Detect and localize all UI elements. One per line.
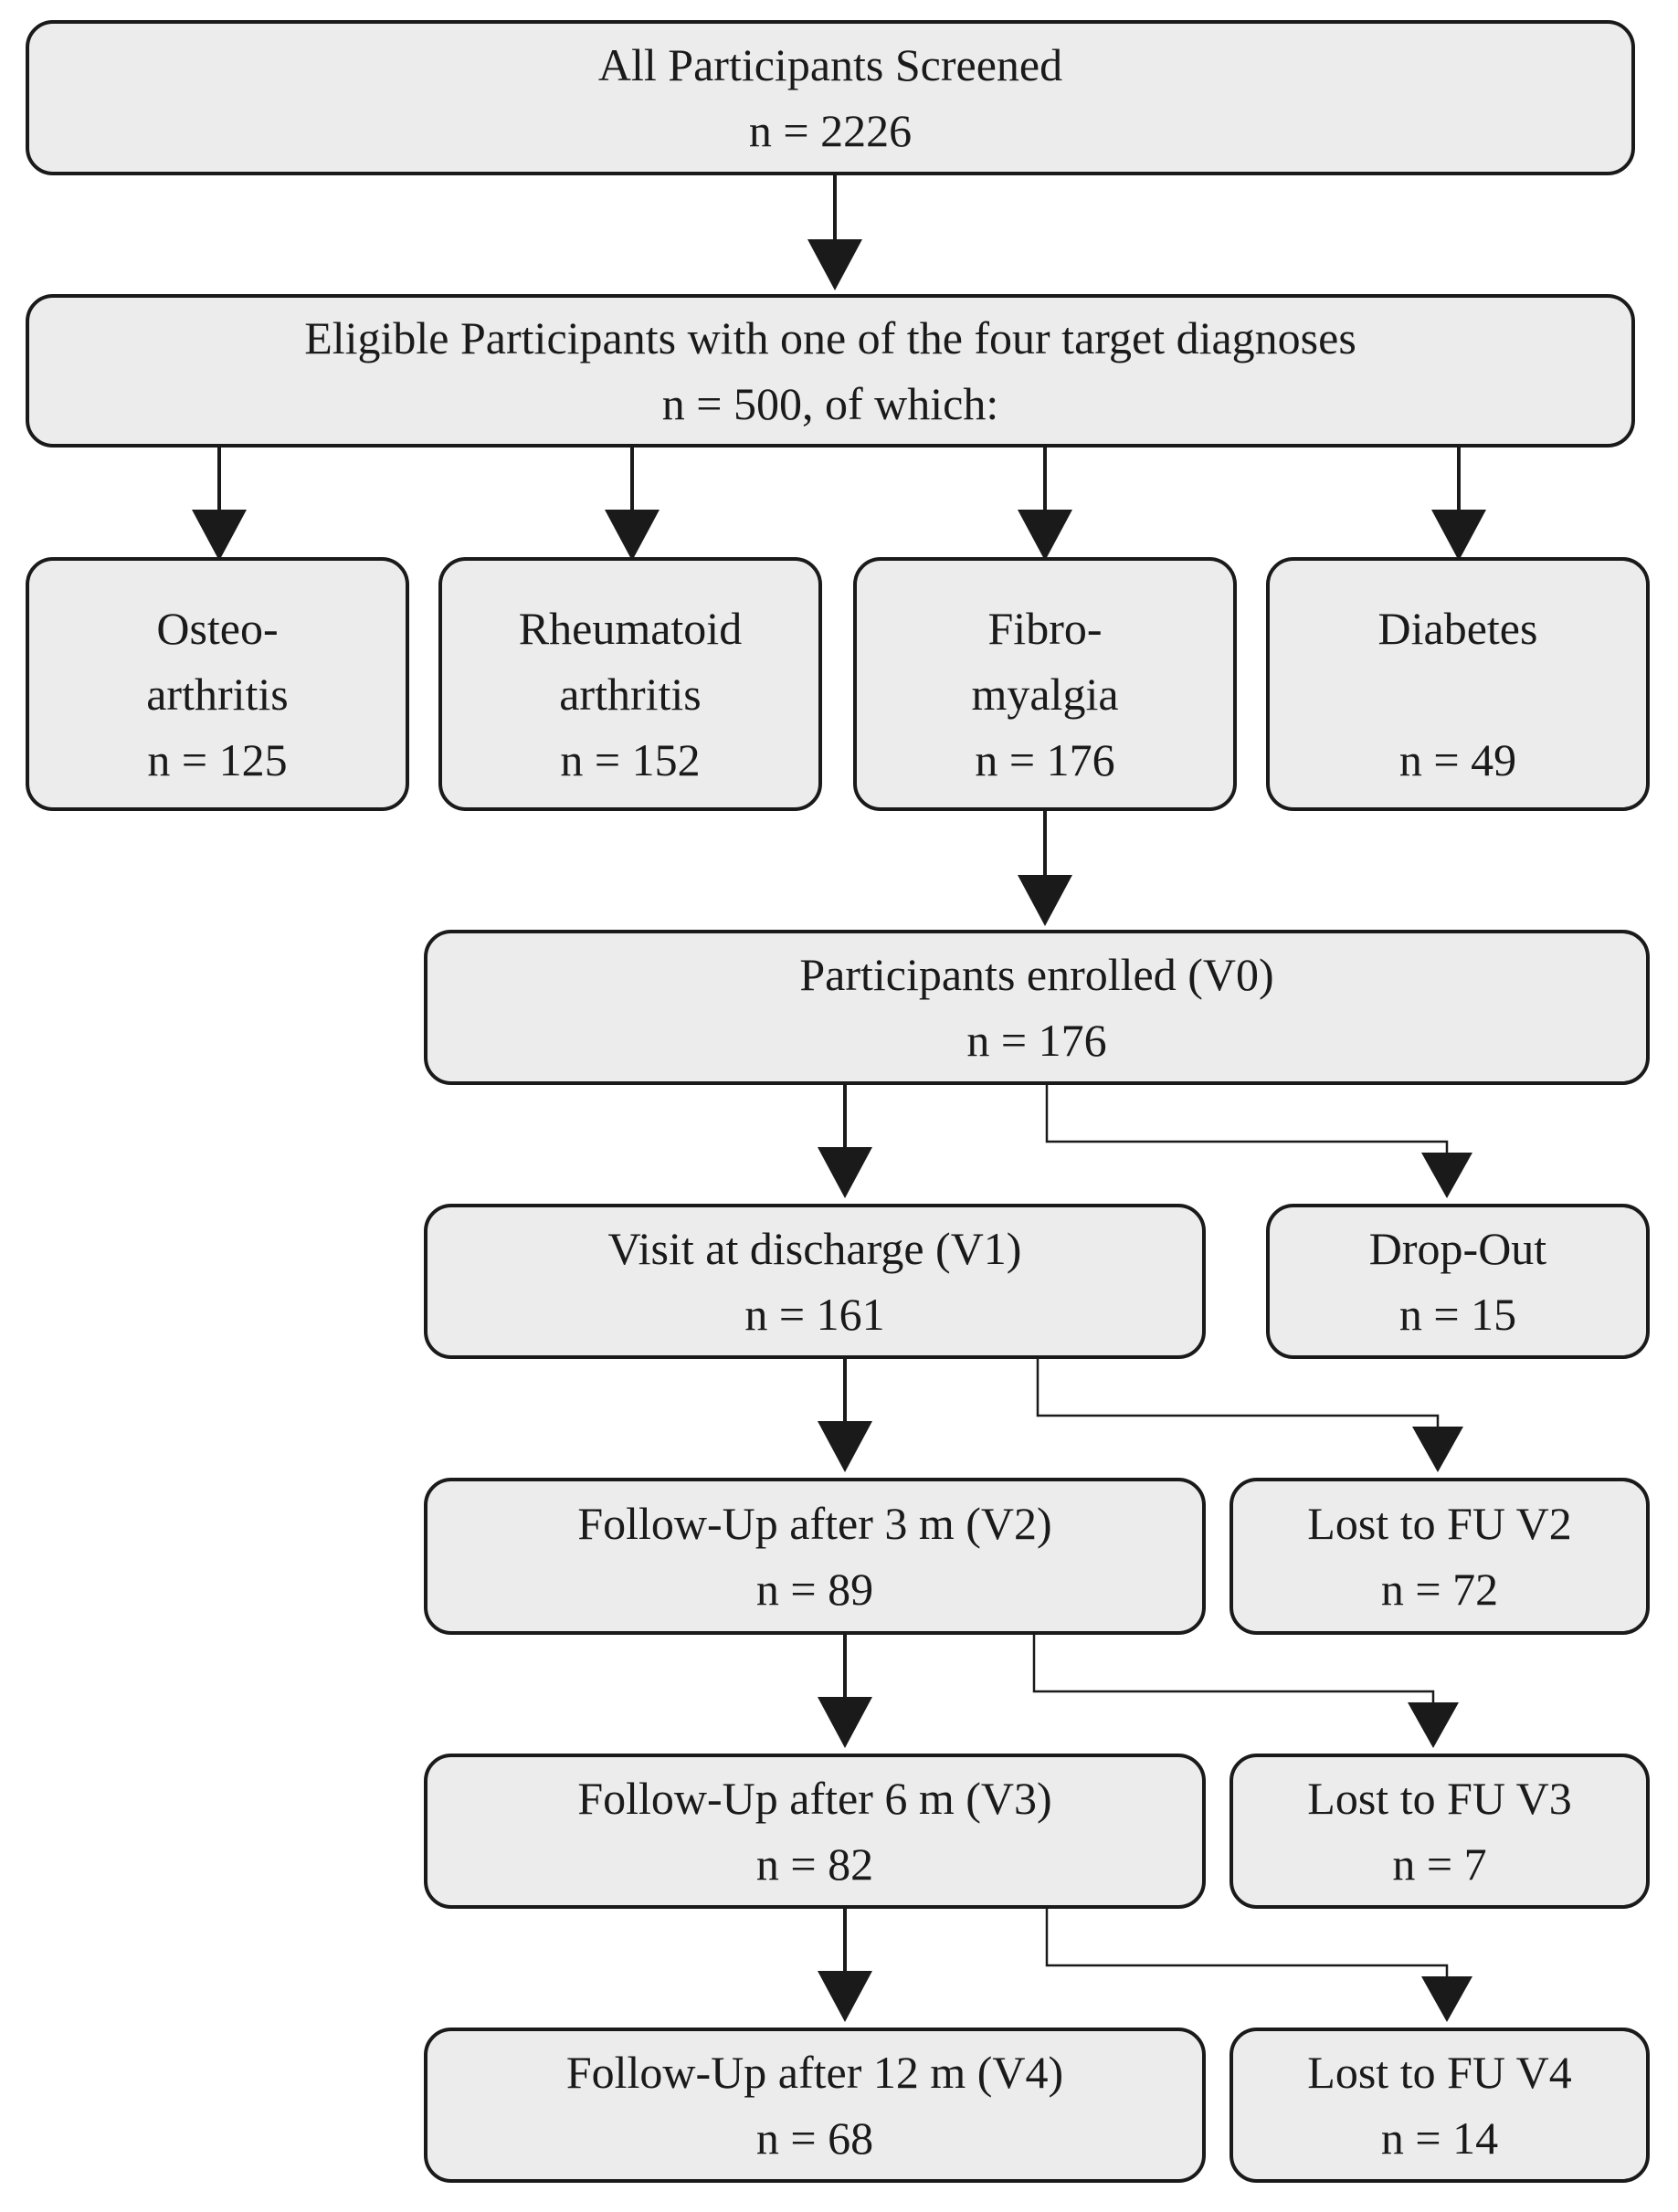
lost-fu-v2-box: Lost to FU V2 n = 72 bbox=[1229, 1478, 1650, 1635]
diagnosis-line2: arthritis bbox=[146, 669, 289, 720]
diagnosis-box-osteoarthritis: Osteo- arthritis n = 125 bbox=[26, 557, 409, 811]
loss-count: n = 15 bbox=[1398, 1289, 1517, 1340]
diagnosis-box-fibromyalgia: Fibro- myalgia n = 176 bbox=[853, 557, 1237, 811]
screened-title: All Participants Screened bbox=[597, 39, 1063, 90]
loss-title: Lost to FU V2 bbox=[1307, 1498, 1572, 1549]
loss-count: n = 14 bbox=[1380, 2112, 1499, 2164]
diagnosis-count: n = 152 bbox=[560, 734, 701, 785]
enrolled-title: Participants enrolled (V0) bbox=[799, 949, 1274, 1000]
diagnosis-count: n = 49 bbox=[1398, 734, 1517, 785]
diagnosis-line2: arthritis bbox=[559, 669, 702, 720]
visit-v3-box: Follow-Up after 6 m (V3) n = 82 bbox=[424, 1754, 1206, 1909]
visit-count: n = 89 bbox=[755, 1564, 874, 1615]
diagnosis-line1: Fibro- bbox=[987, 603, 1103, 654]
visit-v1-box: Visit at discharge (V1) n = 161 bbox=[424, 1204, 1206, 1359]
screened-box: All Participants Screened n = 2226 bbox=[26, 20, 1635, 175]
loss-title: Lost to FU V3 bbox=[1307, 1773, 1572, 1824]
enrolled-box: Participants enrolled (V0) n = 176 bbox=[424, 930, 1650, 1085]
dropout-box: Drop-Out n = 15 bbox=[1266, 1204, 1650, 1359]
lost-fu-v3-box: Lost to FU V3 n = 7 bbox=[1229, 1754, 1650, 1909]
diagnosis-line1: Osteo- bbox=[156, 603, 279, 654]
diagnosis-line1: Rheumatoid bbox=[518, 603, 743, 654]
loss-title: Drop-Out bbox=[1368, 1223, 1547, 1274]
loss-title: Lost to FU V4 bbox=[1307, 2047, 1572, 2098]
visit-v4-box: Follow-Up after 12 m (V4) n = 68 bbox=[424, 2028, 1206, 2183]
diagnosis-box-diabetes: Diabetes n = 49 bbox=[1266, 557, 1650, 811]
visit-title: Follow-Up after 12 m (V4) bbox=[565, 2047, 1064, 2098]
visit-count: n = 82 bbox=[755, 1838, 874, 1890]
screened-count: n = 2226 bbox=[748, 105, 913, 156]
diagnosis-count: n = 125 bbox=[147, 734, 288, 785]
diagnosis-count: n = 176 bbox=[975, 734, 1115, 785]
visit-title: Follow-Up after 6 m (V3) bbox=[577, 1773, 1052, 1824]
lost-fu-v4-box: Lost to FU V4 n = 14 bbox=[1229, 2028, 1650, 2183]
loss-count: n = 7 bbox=[1392, 1838, 1487, 1890]
diagnosis-box-rheumatoid-arthritis: Rheumatoid arthritis n = 152 bbox=[438, 557, 822, 811]
eligible-count: n = 500, of which: bbox=[661, 378, 999, 429]
eligible-box: Eligible Participants with one of the fo… bbox=[26, 294, 1635, 448]
visit-title: Visit at discharge (V1) bbox=[607, 1223, 1022, 1274]
visit-title: Follow-Up after 3 m (V2) bbox=[577, 1498, 1052, 1549]
diagnosis-line1: Diabetes bbox=[1377, 603, 1538, 654]
diagnosis-line2: myalgia bbox=[971, 669, 1119, 720]
visit-count: n = 68 bbox=[755, 2112, 874, 2164]
enrolled-count: n = 176 bbox=[966, 1015, 1107, 1066]
visit-count: n = 161 bbox=[744, 1289, 885, 1340]
loss-count: n = 72 bbox=[1380, 1564, 1499, 1615]
eligible-title: Eligible Participants with one of the fo… bbox=[304, 312, 1356, 363]
visit-v2-box: Follow-Up after 3 m (V2) n = 89 bbox=[424, 1478, 1206, 1635]
